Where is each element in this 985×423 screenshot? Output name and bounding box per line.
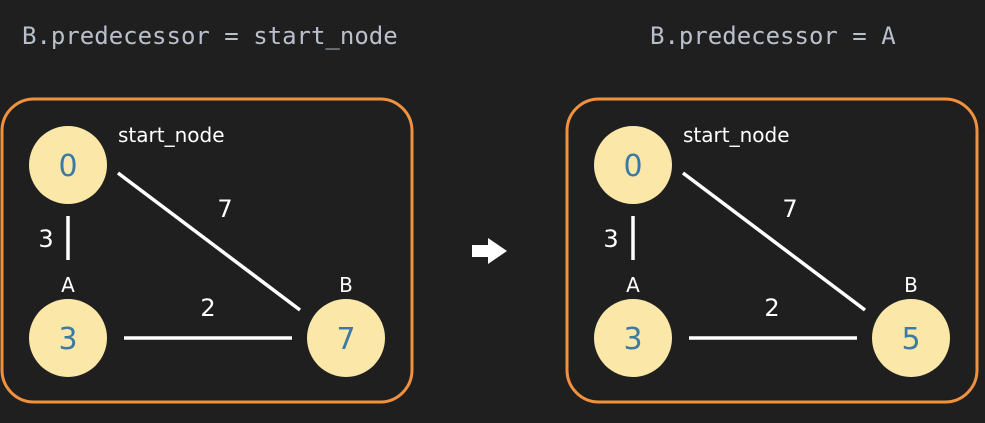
left-node-a-value: 3	[58, 322, 77, 357]
left-node-start	[29, 126, 107, 204]
left-label-b: B	[339, 273, 353, 297]
left-node-b	[307, 299, 385, 377]
right-arrow-icon	[472, 238, 507, 264]
left-panel-border	[0, 97, 414, 404]
right-weight-start-b: 7	[782, 195, 797, 223]
right-panel-border	[565, 97, 979, 404]
left-weight-start-b: 7	[217, 195, 232, 223]
left-caption: B.predecessor = start_node	[22, 22, 398, 50]
right-node-a-value: 3	[623, 322, 642, 357]
right-graph-panel: 3 7 2 0 start_node 3 A 5 B	[565, 97, 979, 404]
left-edge-start-b	[116, 171, 302, 312]
right-node-start-value: 0	[623, 149, 642, 184]
right-caption: B.predecessor = A	[650, 22, 896, 50]
left-label-a: A	[61, 273, 75, 297]
left-node-b-value: 7	[336, 322, 355, 357]
right-node-b	[872, 299, 950, 377]
right-node-a	[594, 299, 672, 377]
right-label-b: B	[904, 273, 918, 297]
left-graph-panel: 3 7 2 0 start_node 3 A 7 B	[0, 97, 414, 404]
right-node-b-value: 5	[901, 322, 920, 357]
left-weight-start-a: 3	[38, 225, 53, 253]
left-node-start-value: 0	[58, 149, 77, 184]
right-weight-start-a: 3	[603, 225, 618, 253]
right-edge-start-b	[681, 171, 867, 312]
left-node-a	[29, 299, 107, 377]
right-weight-a-b: 2	[764, 294, 779, 322]
left-weight-a-b: 2	[200, 294, 215, 322]
right-node-start	[594, 126, 672, 204]
right-start-label: start_node	[683, 123, 790, 147]
right-label-a: A	[626, 273, 640, 297]
left-start-label: start_node	[118, 123, 225, 147]
